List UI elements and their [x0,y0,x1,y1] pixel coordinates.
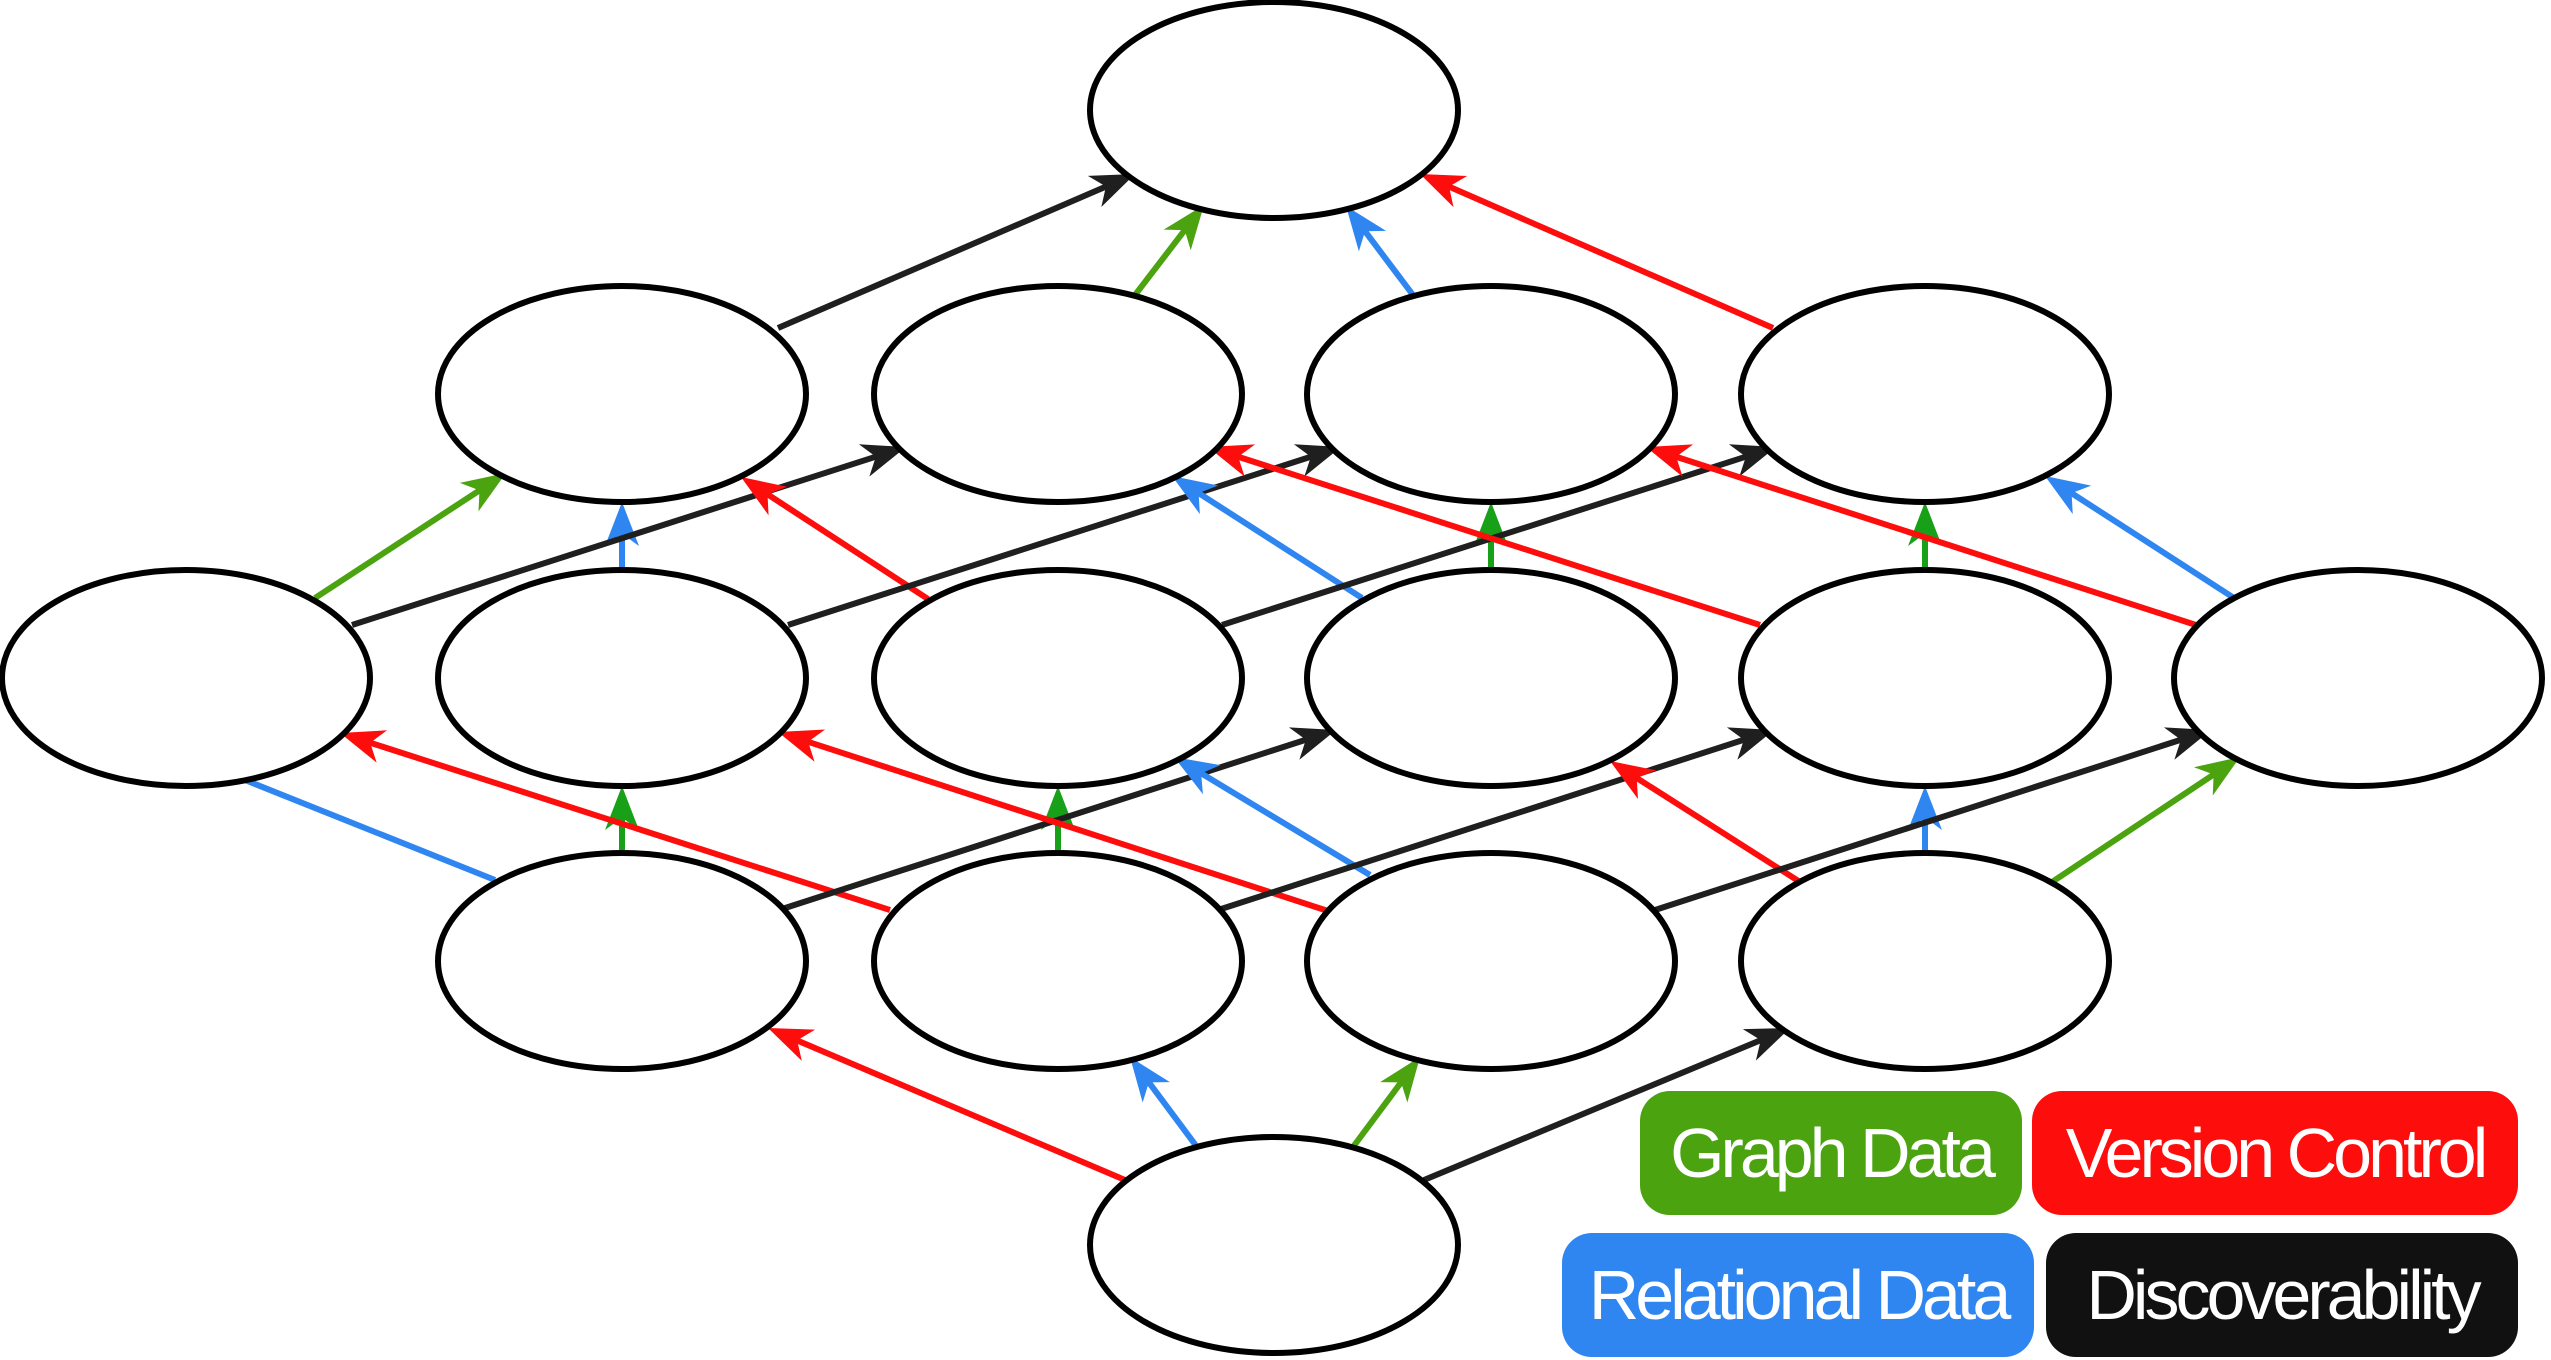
edge-line [791,1035,1127,1183]
node-ellipse [435,567,809,789]
edge-line [2050,769,2220,885]
edge-line [1359,225,1416,297]
arrowhead [459,473,506,512]
node-ellipse [0,567,373,789]
node-ellipse [1087,1134,1461,1356]
edge-arrow-discover [1217,727,1774,913]
legend-version-control: Version Control [2032,1091,2518,1215]
edge-line [1217,735,1750,913]
edge-arrow-relational [1174,757,1372,878]
edge-arrow-graph [313,473,506,601]
edge-line [776,181,1112,331]
arrowhead [1380,1057,1420,1103]
node-ellipse [871,567,1245,789]
node-ellipse [2171,567,2545,789]
edge-line [1195,768,1372,878]
arrowhead [778,729,826,762]
edge-line [1630,772,1802,885]
edge-line [313,484,486,601]
edge-line [1232,452,1761,628]
edge-arrow-discover [781,727,1336,912]
edge-arrow-version [1208,444,1761,628]
node-ellipse [1304,283,1678,505]
node-ellipse [1738,283,2112,505]
arrowhead [1288,727,1336,760]
arrowhead [1208,444,1256,477]
legend-relational-data: Relational Data [1562,1233,2034,1357]
edge-line [761,488,930,602]
edge-line [364,738,891,913]
edge-arrow-graph [2050,757,2240,885]
edge-line [787,452,1317,628]
edge-line [1132,224,1191,297]
node-ellipse [1304,567,1678,789]
node-ellipse [1738,850,2112,1072]
arrowhead [858,444,906,477]
arrowhead [741,477,788,516]
arrowhead [1174,757,1221,795]
legend-discoverability: Discoverability [2046,1233,2518,1357]
edge-arrow-relational [1130,1057,1200,1149]
edge-arrow-version [340,730,891,913]
arrowhead [1742,1028,1790,1061]
node-ellipse [871,283,1245,505]
arrowhead [1610,761,1657,799]
edge-arrow-discover [1221,444,1776,628]
edge-arrow-version [1646,444,2197,628]
arrowhead [2193,757,2240,796]
arrowhead [340,730,388,763]
edge-arrow-version [1420,174,1775,331]
edge-arrow-version [741,477,930,602]
edge-line [1422,1035,1767,1183]
edge-arrow-relational [1172,476,1364,601]
edge-line [2065,487,2236,601]
edge-arrow-discover [351,444,906,628]
arrowhead [1726,727,1774,760]
edges-layer [185,174,2240,1183]
arrowhead [1728,444,1776,477]
arrowhead [1646,444,1694,477]
edge-line [1442,181,1775,331]
edge-line [1670,452,2197,628]
edge-line [1143,1076,1200,1149]
edge-arrow-relational [1346,206,1416,297]
node-ellipse [871,850,1245,1072]
node-ellipse [1304,850,1678,1072]
arrowhead [1346,206,1387,252]
edge-arrow-discover [776,174,1135,331]
arrowhead [1293,444,1341,477]
edge-line [802,737,1329,914]
edge-line [1221,452,1752,628]
edge-arrow-version [768,1028,1127,1183]
arrowhead [768,1028,816,1061]
edge-arrow-graph [1350,1057,1420,1149]
edge-line [208,763,497,883]
edge-line [1350,1076,1407,1149]
edge-arrow-discover [787,444,1341,628]
arrowhead [1130,1057,1170,1103]
arrowhead [1172,476,1219,515]
node-ellipse [1738,567,2112,789]
node-ellipse [435,850,809,1072]
edge-line [1654,735,2187,913]
edge-line [351,452,882,628]
edge-line [781,735,1312,912]
edge-arrow-discover [1422,1028,1790,1183]
node-ellipse [435,283,809,505]
edge-arrow-relational [2045,476,2236,601]
arrowhead [1087,174,1135,208]
edge-arrow-graph [1132,205,1204,297]
arrowhead [2045,476,2092,515]
arrowhead [1163,205,1204,251]
legend-graph-data: Graph Data [1640,1091,2022,1215]
edge-arrow-version [1610,761,1802,885]
edge-arrow-version [778,729,1329,914]
node-ellipse [1087,0,1461,221]
edge-line [1192,487,1364,601]
arrowhead [1420,174,1468,208]
